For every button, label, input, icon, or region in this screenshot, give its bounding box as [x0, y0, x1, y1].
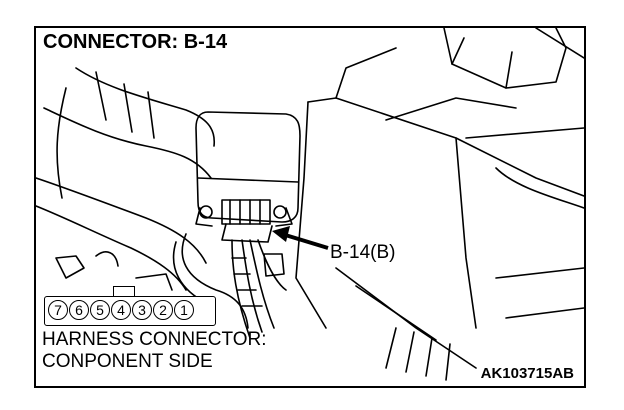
callout-arrow [272, 226, 329, 250]
pin-5: 5 [90, 300, 110, 320]
pin-4: 4 [111, 300, 131, 320]
connector-title: CONNECTOR: B-14 [40, 30, 231, 54]
pin-7: 7 [48, 300, 68, 320]
pin-2: 2 [153, 300, 173, 320]
harness-caption-line1: HARNESS CONNECTOR: [42, 329, 267, 350]
engine-bay-illustration [36, 28, 584, 381]
diagram-frame: CONNECTOR: B-14 B-14(B) 7 6 5 4 3 2 1 HA… [34, 26, 586, 388]
pin-row: 7 6 5 4 3 2 1 [48, 300, 194, 320]
connector-key-tab [113, 286, 135, 297]
harness-caption-line2: CONPONENT SIDE [42, 351, 213, 372]
pin-6: 6 [69, 300, 89, 320]
pin-1: 1 [174, 300, 194, 320]
pin-3: 3 [132, 300, 152, 320]
harness-connector-caption: HARNESS CONNECTOR: CONPONENT SIDE [42, 329, 267, 373]
figure-code: AK103715AB [480, 365, 574, 382]
callout-label: B-14(B) [330, 242, 396, 263]
